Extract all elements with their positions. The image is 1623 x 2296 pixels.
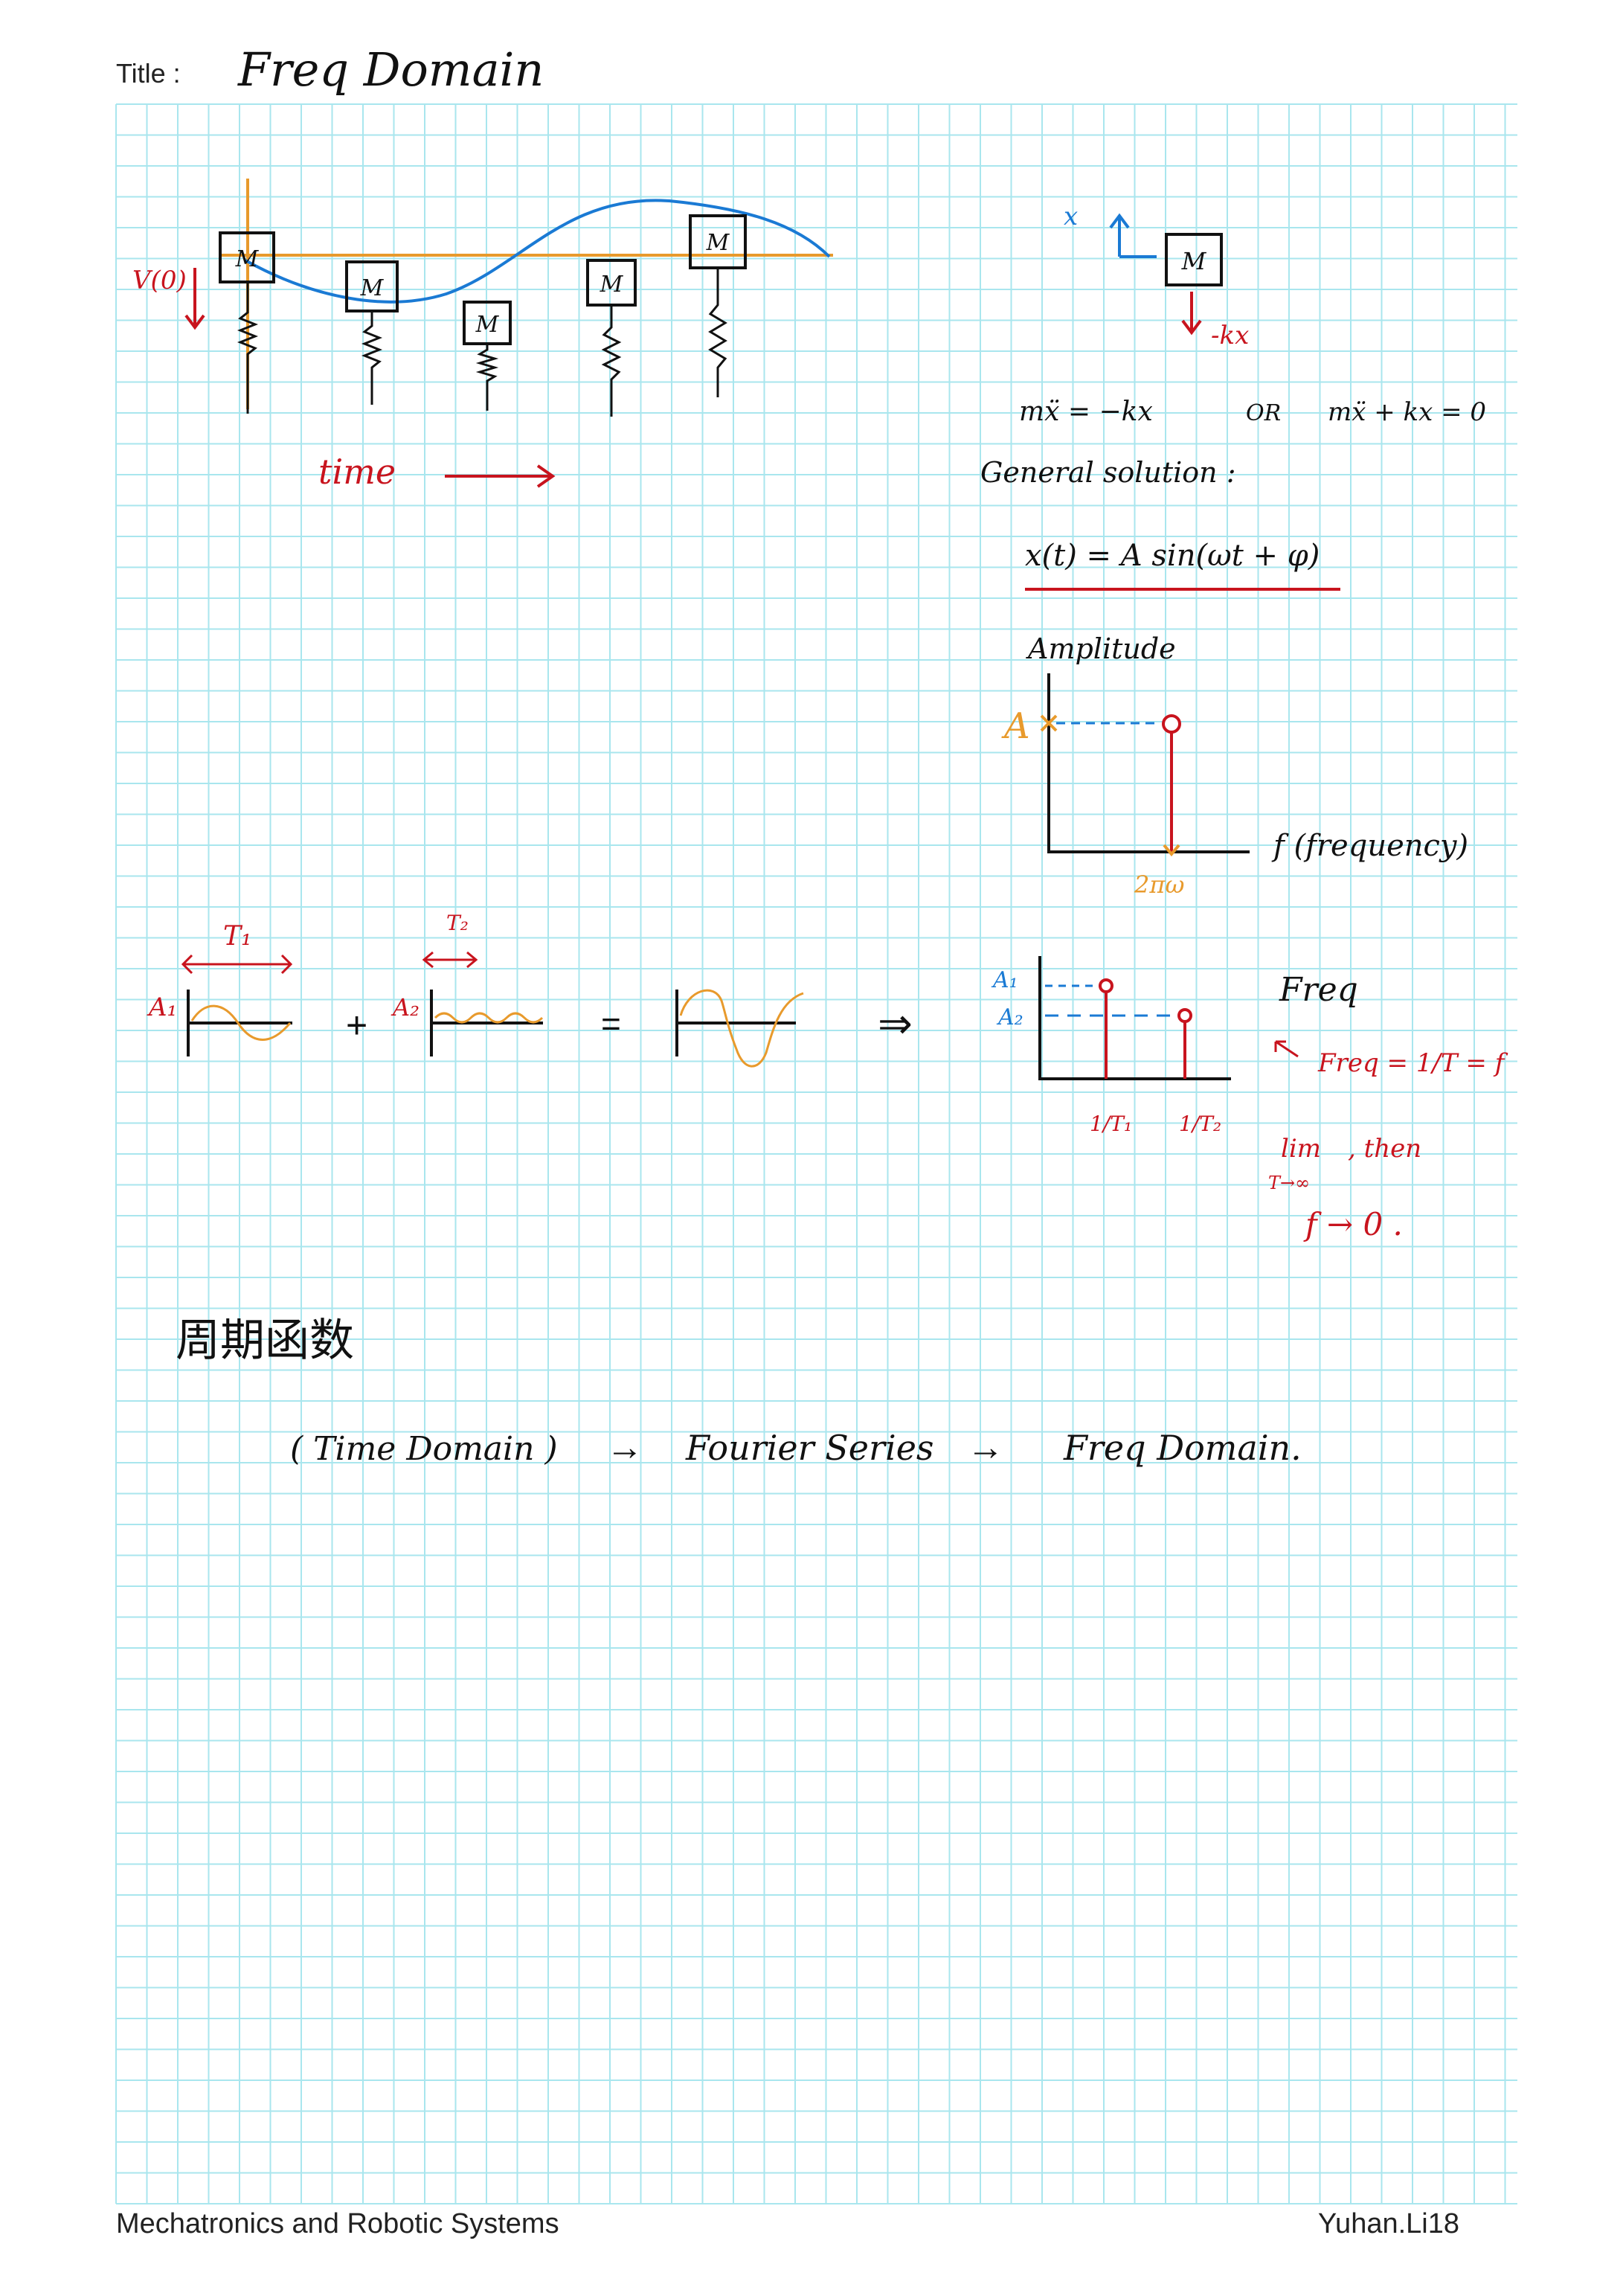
- lim-subscript: T→∞: [1268, 1173, 1310, 1193]
- spectrum-a1-label: A₁: [991, 967, 1018, 993]
- fourier-series-label: Fourier Series: [685, 1428, 934, 1468]
- x-axis-label: x: [1064, 202, 1078, 231]
- spectrum-a2-label: A₂: [996, 1004, 1023, 1030]
- mass-label: M: [600, 272, 624, 298]
- discrete-spectrum: A₁ A₂ 1/T₁ 1/T₂: [991, 956, 1231, 1136]
- displacement-wave: [245, 199, 831, 304]
- spring-mass-diagram: V(0) time: [132, 179, 833, 492]
- amplitude-value-label: A: [1001, 705, 1030, 747]
- mass-label: M: [1181, 247, 1207, 275]
- period-2-label: T₂: [446, 911, 469, 935]
- mass-label: M: [360, 275, 385, 301]
- general-solution-label: General solution :: [980, 456, 1236, 489]
- frequency-axis-label: f (frequency): [1271, 829, 1468, 863]
- plus-sign: +: [346, 1004, 367, 1046]
- mass-label: M: [235, 246, 260, 272]
- signal-sum-row: T₁ A₁ + T₂ A₂ = ⇒: [147, 911, 913, 1068]
- time-domain-label: ( Time Domain ): [290, 1430, 558, 1468]
- equals-sign: =: [601, 1004, 621, 1043]
- time-label: time: [318, 452, 396, 492]
- chinese-heading: 周期函数: [176, 1315, 354, 1367]
- solution-equation: x(t) = A sin(ωt + φ): [1025, 539, 1320, 573]
- spectrum-f1-label: 1/T₁: [1090, 1112, 1132, 1136]
- page-title: Freq Domain: [237, 42, 544, 97]
- equation-2: mẍ + kx = 0: [1328, 397, 1486, 427]
- arrow-1: →: [606, 1426, 643, 1468]
- freq-relation: Freq = 1/T = f: [1317, 1048, 1508, 1078]
- arrow-2: →: [967, 1426, 1004, 1468]
- free-body-diagram: x M -kx: [1064, 202, 1249, 350]
- freq-notes: Freq Freq = 1/T = f lim T→∞ , then f → 0…: [1268, 971, 1508, 1242]
- or-word: OR: [1246, 400, 1281, 426]
- frequency-value-label: 2πω: [1134, 870, 1184, 899]
- amplitude-plot: Amplitude f (frequency) A 2πω: [1001, 632, 1468, 899]
- lim-label: lim: [1281, 1134, 1321, 1164]
- equation-1: mẍ = −kx: [1019, 397, 1153, 427]
- limit-conclusion: f → 0 .: [1303, 1206, 1403, 1242]
- mass-label: M: [475, 312, 500, 338]
- mass-label: M: [706, 230, 730, 256]
- spectrum-f2-label: 1/T₂: [1179, 1112, 1221, 1136]
- title-label: Title :: [116, 58, 181, 89]
- course-name: Mechatronics and Robotic Systems: [116, 2208, 559, 2239]
- then-label: , then: [1348, 1134, 1421, 1164]
- amplitude-axis-label: Amplitude: [1026, 632, 1176, 665]
- amplitude-1-label: A₁: [147, 993, 177, 1022]
- amplitude-2-label: A₂: [391, 993, 420, 1022]
- freq-domain-label: Freq Domain.: [1063, 1428, 1302, 1468]
- mass-labels: M M M M M: [235, 230, 730, 338]
- author-name: Yuhan.Li18: [1317, 2208, 1459, 2239]
- period-1-label: T₁: [223, 921, 251, 952]
- initial-velocity-label: V(0): [132, 266, 187, 295]
- freq-heading: Freq: [1279, 971, 1358, 1009]
- force-label: -kx: [1211, 321, 1249, 350]
- implies-arrow: ⇒: [878, 1000, 913, 1047]
